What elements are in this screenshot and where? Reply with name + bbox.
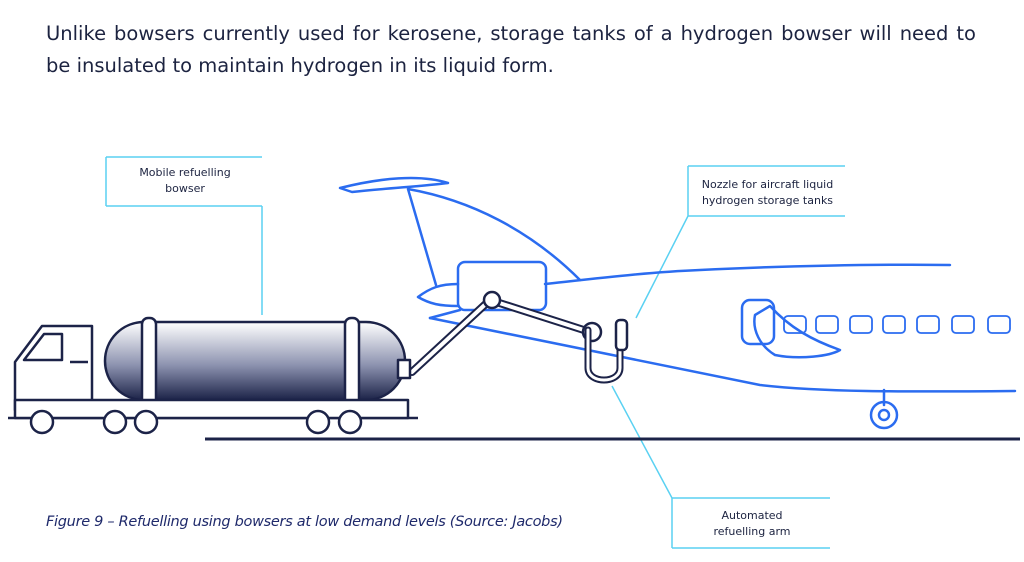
truck-wheel [133, 409, 159, 435]
tank-band [343, 316, 361, 410]
callout-bowser: Mobile refuelling bowser [110, 165, 260, 197]
horizontal-stabilizer [338, 176, 450, 194]
aircraft [338, 176, 1017, 430]
callout-nozzle: Nozzle for aircraft liquid hydrogen stor… [690, 177, 845, 209]
callout-arm-line1: Automated [721, 509, 783, 522]
aircraft-wing [753, 304, 842, 359]
aircraft-nose-cone [416, 282, 460, 308]
callout-bowser-line2: bowser [165, 182, 205, 195]
truck-wheel [337, 409, 363, 435]
callout-nozzle-line1: Nozzle for aircraft liquid [701, 178, 834, 191]
tail-engine [456, 260, 548, 312]
truck-wheel [305, 409, 331, 435]
bowser-truck [13, 316, 412, 435]
nozzle-callout-bracket [635, 165, 845, 319]
tank-band [140, 316, 158, 410]
ground [8, 416, 1020, 441]
bowser-callout-bracket [105, 156, 263, 315]
wing-engine [740, 298, 776, 346]
rear-bumper [396, 358, 412, 380]
aircraft-fuselage-bottom [428, 316, 1017, 393]
cab-window [22, 332, 64, 362]
aircraft-windows [783, 315, 1011, 334]
aircraft-fuselage-top [543, 263, 952, 286]
arm-joint [482, 290, 502, 310]
callout-arm: Automated refuelling arm [676, 508, 828, 540]
nozzle [614, 318, 629, 352]
landing-gear-wheel [869, 400, 899, 430]
refuelling-arm [408, 290, 629, 384]
callout-lines [105, 156, 845, 549]
callout-bowser-line1: Mobile refuelling [139, 166, 231, 179]
callout-arm-line2: refuelling arm [713, 525, 791, 538]
intro-paragraph: Unlike bowsers currently used for kerose… [46, 22, 976, 77]
figure-caption: Figure 9 – Refuelling using bowsers at l… [46, 514, 563, 530]
truck-wheel [29, 409, 55, 435]
arm-callout-bracket [611, 385, 830, 549]
truck-wheel [102, 409, 128, 435]
aircraft-tail-fin [406, 187, 582, 287]
callout-nozzle-line2: hydrogen storage tanks [701, 194, 834, 207]
